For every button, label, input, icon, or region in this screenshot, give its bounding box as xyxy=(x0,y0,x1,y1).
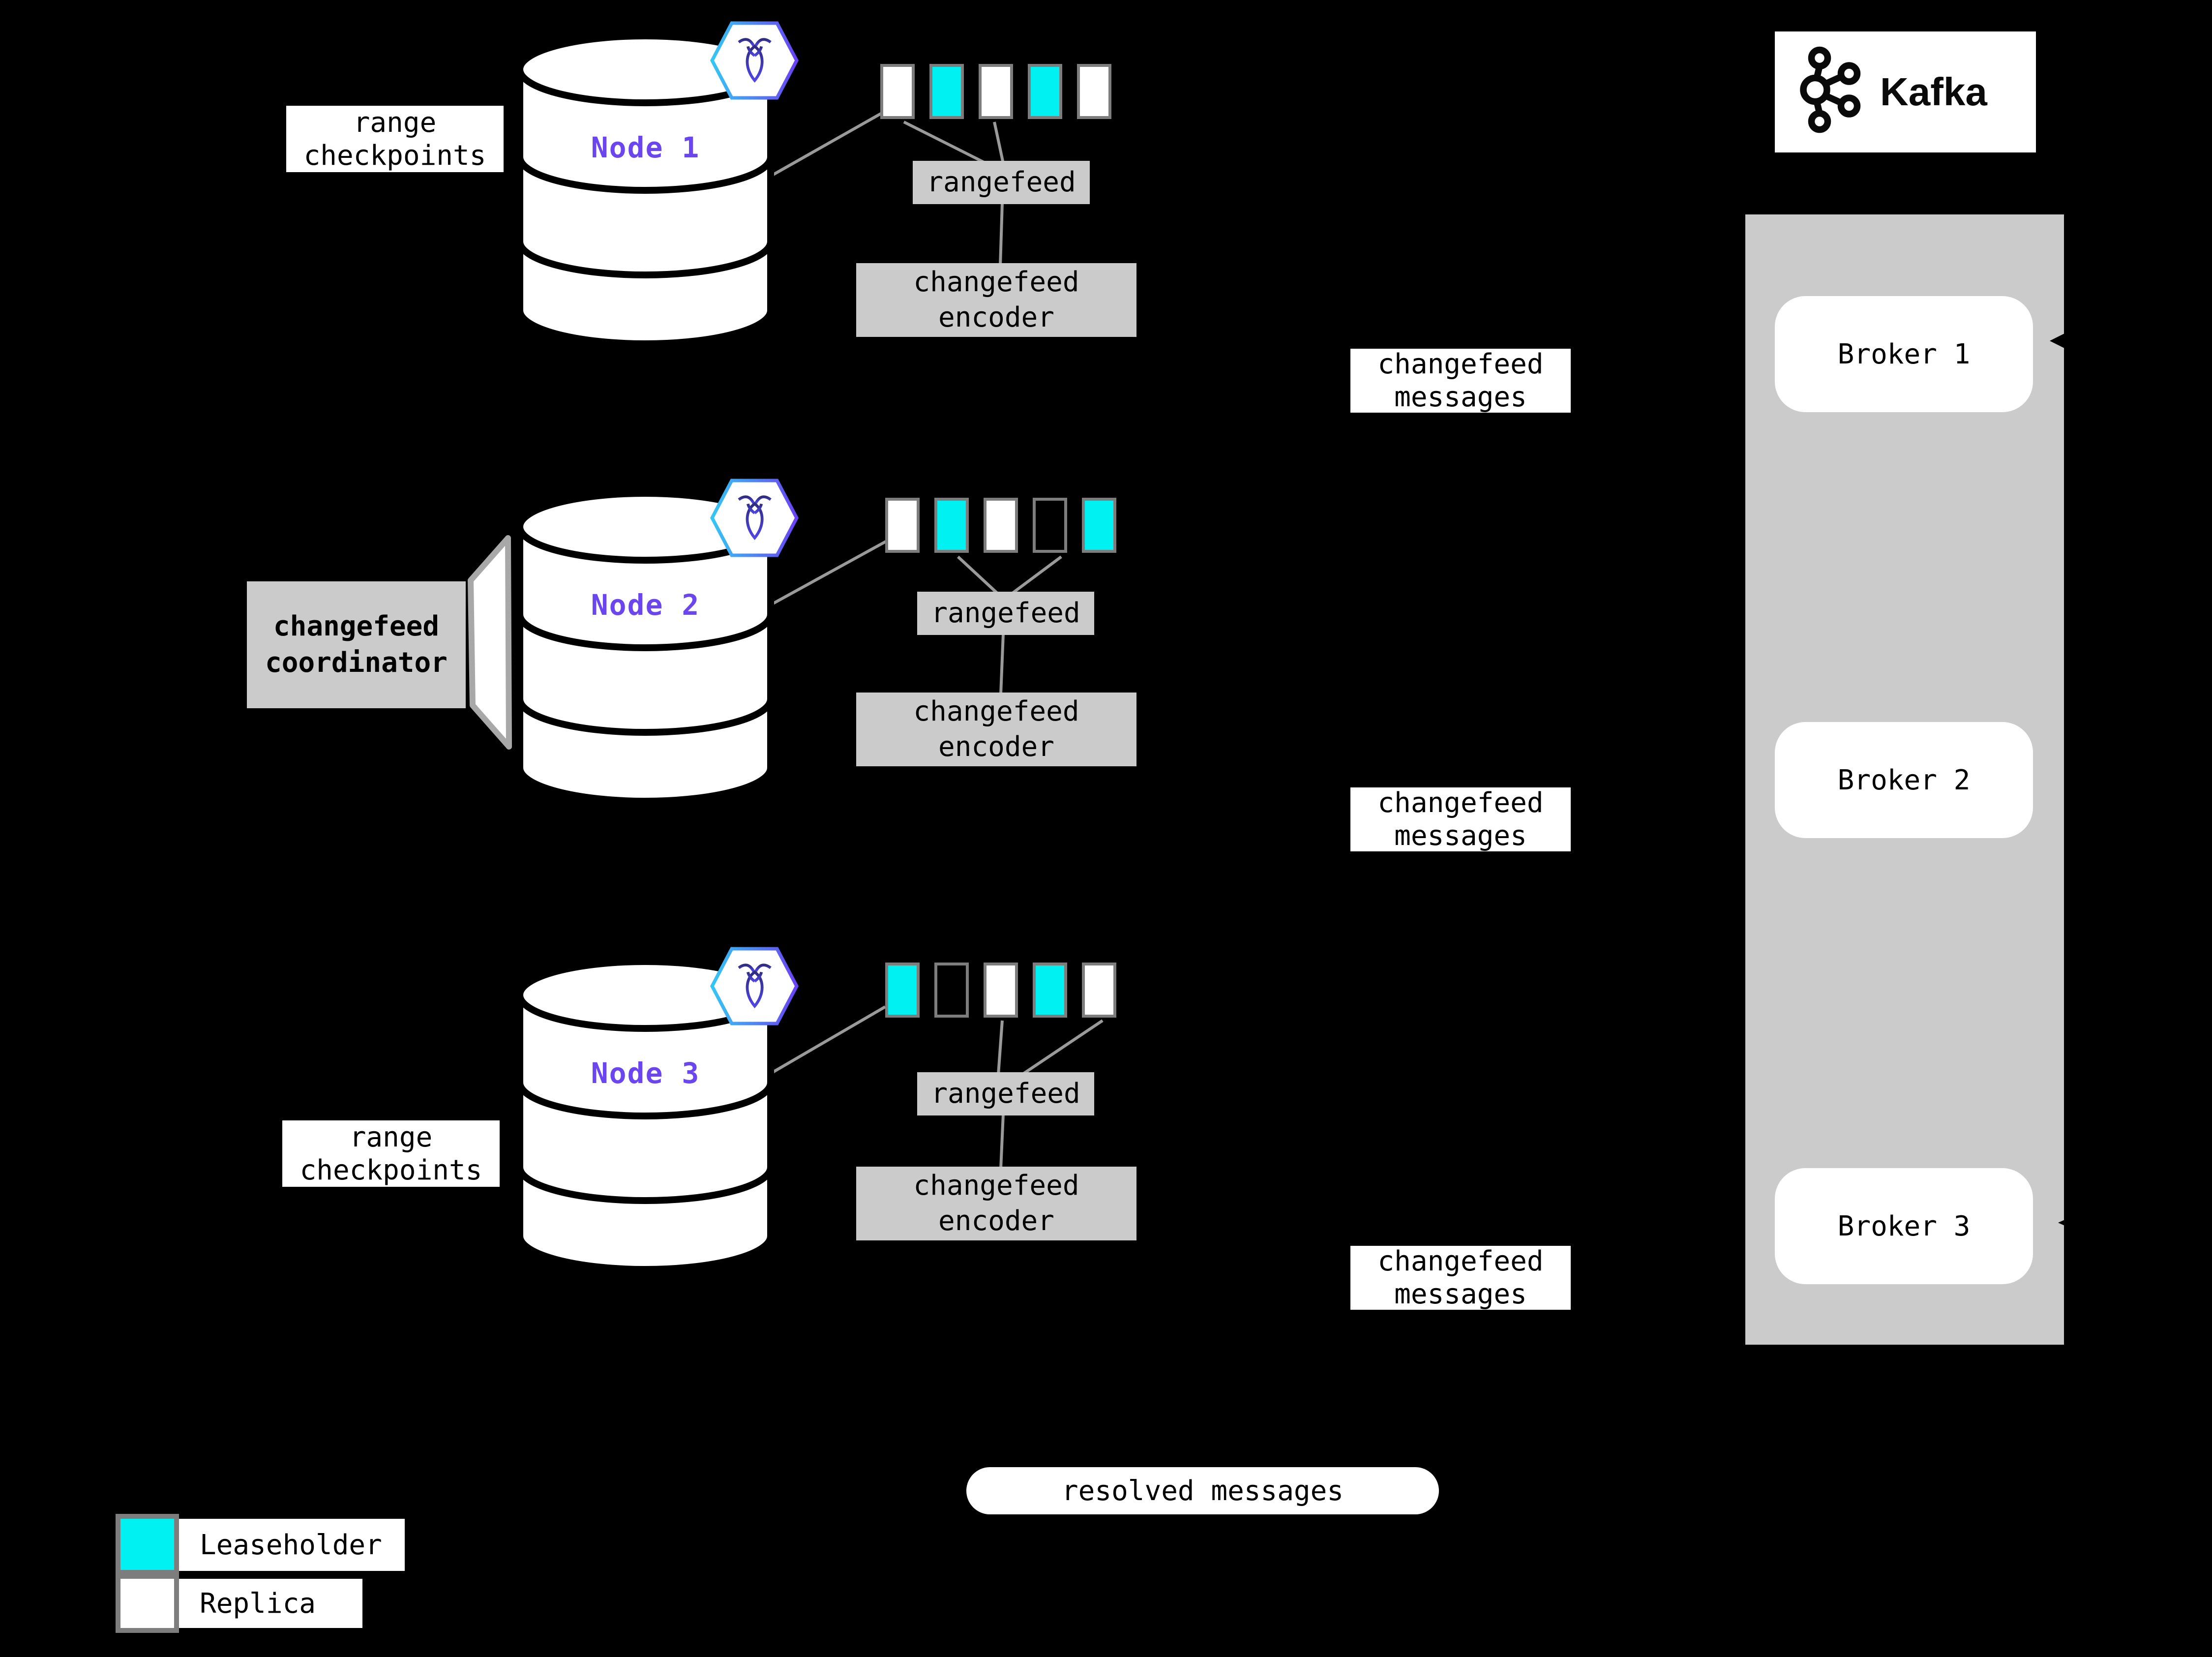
database-cylinder-node2 xyxy=(516,490,774,805)
changefeed-messages-label-1: changefeed messages xyxy=(1350,348,1571,413)
broker-1-box: Broker 1 xyxy=(1775,296,2033,412)
range-chip xyxy=(929,64,964,119)
range-chip xyxy=(979,64,1013,119)
broker-3-box: Broker 3 xyxy=(1775,1168,2033,1284)
leaseholder-swatch xyxy=(116,1514,179,1575)
range-chip xyxy=(984,963,1018,1018)
range-chip xyxy=(885,498,920,553)
range-chip xyxy=(880,64,915,119)
cockroachdb-icon xyxy=(710,479,799,557)
range-chip xyxy=(1082,963,1116,1018)
range-chip xyxy=(1077,64,1111,119)
node-1-label: Node 1 xyxy=(591,131,700,164)
changefeed-encoder-box-node2: changefeed encoder xyxy=(856,693,1136,766)
range-chip xyxy=(1033,963,1067,1018)
broker-2-box: Broker 2 xyxy=(1775,722,2033,838)
leaseholder-legend-label: Leaseholder xyxy=(179,1519,405,1571)
node-3-label: Node 3 xyxy=(591,1056,700,1090)
replica-swatch xyxy=(116,1574,179,1633)
range-checkpoints-label-node3: range checkpoints xyxy=(282,1120,500,1187)
changefeed-encoder-box-node1: changefeed encoder xyxy=(856,263,1136,337)
range-chip xyxy=(885,963,920,1018)
range-chip xyxy=(1028,64,1062,119)
node-2-label: Node 2 xyxy=(591,588,700,622)
kafka-logo: Kafka xyxy=(1775,31,2036,152)
changefeed-coordinator-label: changefeed coordinator xyxy=(247,581,466,708)
database-cylinder-node1 xyxy=(516,32,774,347)
range-chip xyxy=(1082,498,1116,553)
database-cylinder-node3 xyxy=(516,958,774,1273)
rangefeed-box-node2: rangefeed xyxy=(917,592,1094,635)
changefeed-messages-label-2: changefeed messages xyxy=(1350,787,1571,852)
cockroachdb-icon xyxy=(710,21,799,100)
range-chip xyxy=(984,498,1018,553)
kafka-icon xyxy=(1800,46,1861,133)
range-chip xyxy=(1033,498,1067,553)
replica-legend-label: Replica xyxy=(179,1579,362,1628)
rangefeed-box-node3: rangefeed xyxy=(917,1072,1094,1115)
changefeed-messages-label-3: changefeed messages xyxy=(1350,1245,1571,1310)
range-checkpoints-label-node1: range checkpoints xyxy=(286,106,504,172)
kafka-logo-text: Kafka xyxy=(1880,70,1987,114)
cockroachdb-icon xyxy=(710,947,799,1025)
coordinator-flag-shape xyxy=(468,535,512,750)
rangefeed-box-node1: rangefeed xyxy=(913,161,1090,204)
changefeed-encoder-box-node3: changefeed encoder xyxy=(856,1167,1136,1240)
resolved-messages-label: resolved messages xyxy=(966,1467,1439,1514)
range-chip xyxy=(934,963,969,1018)
range-chip xyxy=(934,498,969,553)
